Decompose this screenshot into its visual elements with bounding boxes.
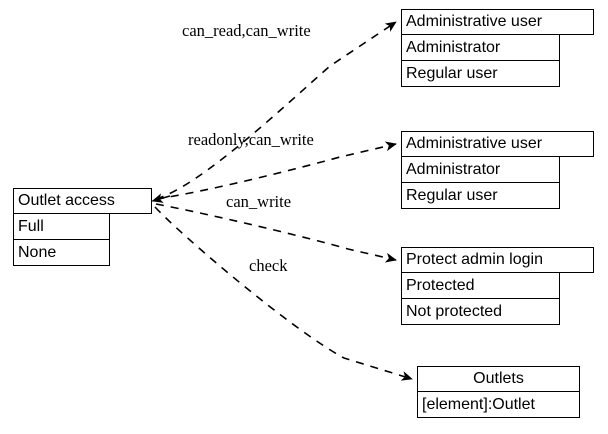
edge-label-check: check — [249, 256, 288, 275]
node-row[interactable]: Protected — [401, 273, 560, 299]
node-row[interactable]: None — [13, 240, 110, 266]
edge-label-readonly-can-write: readonly,can_write — [188, 130, 314, 149]
node-title[interactable]: Protect admin login — [401, 247, 594, 273]
node-row[interactable]: Full — [13, 214, 110, 240]
edge-label-can-write: can_write — [226, 192, 292, 211]
node-administrative-user-2[interactable]: Administrative user Administrator Regula… — [401, 131, 594, 209]
node-row[interactable]: Administrator — [401, 35, 560, 61]
node-row[interactable]: Not protected — [401, 299, 560, 325]
node-row[interactable]: [element]:Outlet — [417, 392, 580, 418]
edge-check — [154, 206, 413, 381]
node-administrative-user-1[interactable]: Administrative user Administrator Regula… — [401, 9, 594, 87]
node-title[interactable]: Administrative user — [401, 9, 594, 35]
edge-label-can-read-can-write: can_read,can_write — [182, 21, 311, 40]
node-title[interactable]: Administrative user — [401, 131, 594, 157]
node-row[interactable]: Administrator — [401, 157, 560, 183]
edge-readonly-can-write — [155, 141, 397, 200]
node-protect-admin-login[interactable]: Protect admin login Protected Not protec… — [401, 247, 594, 325]
node-title[interactable]: Outlet access — [13, 188, 152, 214]
node-outlet-access[interactable]: Outlet access Full None — [13, 188, 152, 266]
node-row[interactable]: Regular user — [401, 183, 560, 209]
node-row[interactable]: Regular user — [401, 61, 560, 87]
node-title[interactable]: Outlets — [417, 366, 580, 392]
edge-can-read-can-write — [155, 21, 397, 200]
edge-can-write — [155, 203, 397, 263]
node-outlets[interactable]: Outlets [element]:Outlet — [417, 366, 580, 418]
